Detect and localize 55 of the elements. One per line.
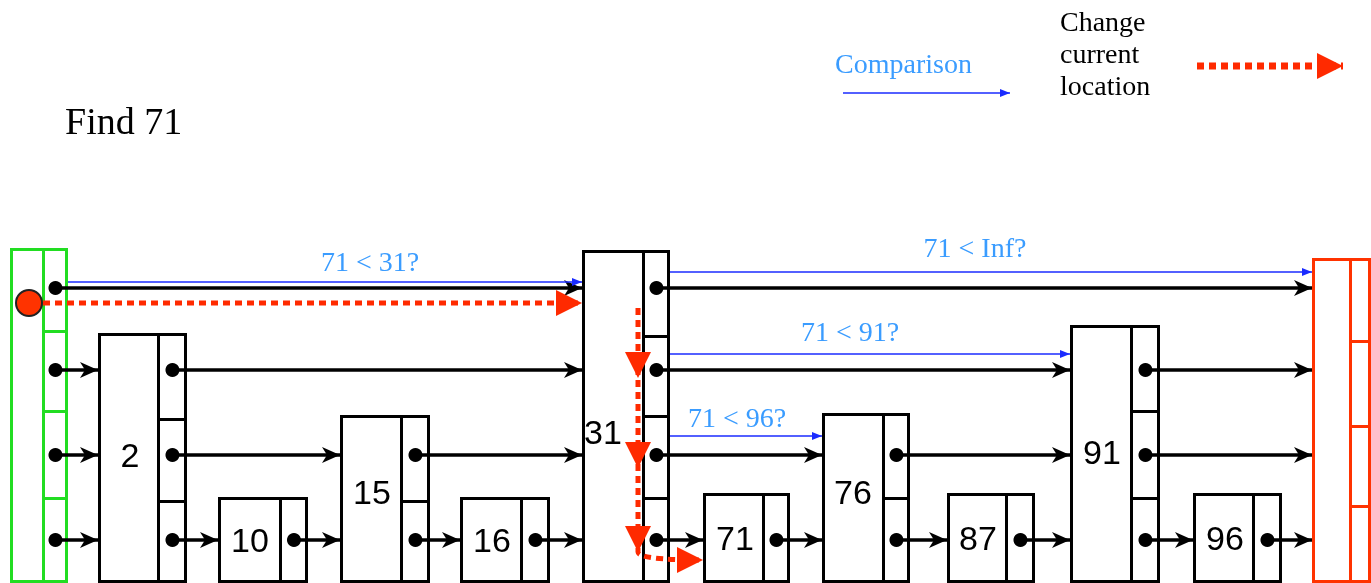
arrow (43, 290, 582, 316)
arrow (1013, 532, 1070, 548)
arrow (286, 532, 340, 548)
arrow (649, 280, 1312, 296)
skip-list-node (1193, 493, 1282, 583)
arrow (165, 362, 582, 378)
skip-list-node (218, 497, 308, 583)
arrow (48, 280, 582, 296)
arrow (67, 278, 583, 286)
legend-text: Comparison (835, 48, 973, 81)
skip-list-node (822, 413, 910, 583)
node-value: 2 (120, 438, 140, 472)
arrow (48, 447, 98, 463)
arrow (1138, 532, 1193, 548)
arrow (889, 532, 947, 548)
head-node (10, 248, 68, 583)
node-value: 87 (959, 521, 997, 555)
node-value: 16 (473, 523, 511, 557)
arrow (1138, 362, 1312, 378)
skip-list-node (582, 250, 670, 583)
node-value: 76 (834, 475, 872, 509)
arrow (649, 447, 822, 463)
skip-list-node (340, 415, 430, 583)
arrow (669, 350, 1071, 358)
arrow (528, 532, 582, 548)
node-value: 71 (716, 521, 754, 555)
arrow (165, 532, 218, 548)
arrow (408, 532, 460, 548)
arrow (669, 432, 823, 440)
arrow (165, 447, 340, 463)
arrow (48, 532, 98, 548)
tail-node (1312, 258, 1371, 583)
arrow (48, 362, 98, 378)
arrow (625, 308, 703, 573)
skip-list-node (98, 333, 187, 583)
skip-list-node (1070, 325, 1160, 583)
node-value: 96 (1206, 521, 1244, 555)
node-value: 15 (353, 475, 391, 509)
current-location-marker (15, 289, 43, 317)
node-value: 10 (231, 523, 269, 557)
arrow (669, 268, 1313, 276)
arrow (889, 447, 1070, 463)
arrow (1260, 532, 1312, 548)
arrow (408, 447, 582, 463)
arrow (1138, 447, 1312, 463)
legend-text: Change current location (1060, 6, 1152, 103)
arrow (769, 532, 822, 548)
node-value: 31 (584, 415, 622, 449)
arrow (649, 362, 1070, 378)
skip-list-node (703, 493, 790, 583)
heading-text: Find 71 (65, 100, 183, 144)
arrow (649, 532, 703, 548)
skip-list-node (460, 497, 550, 583)
node-value: 91 (1083, 435, 1121, 469)
skip-list-node (947, 493, 1035, 583)
